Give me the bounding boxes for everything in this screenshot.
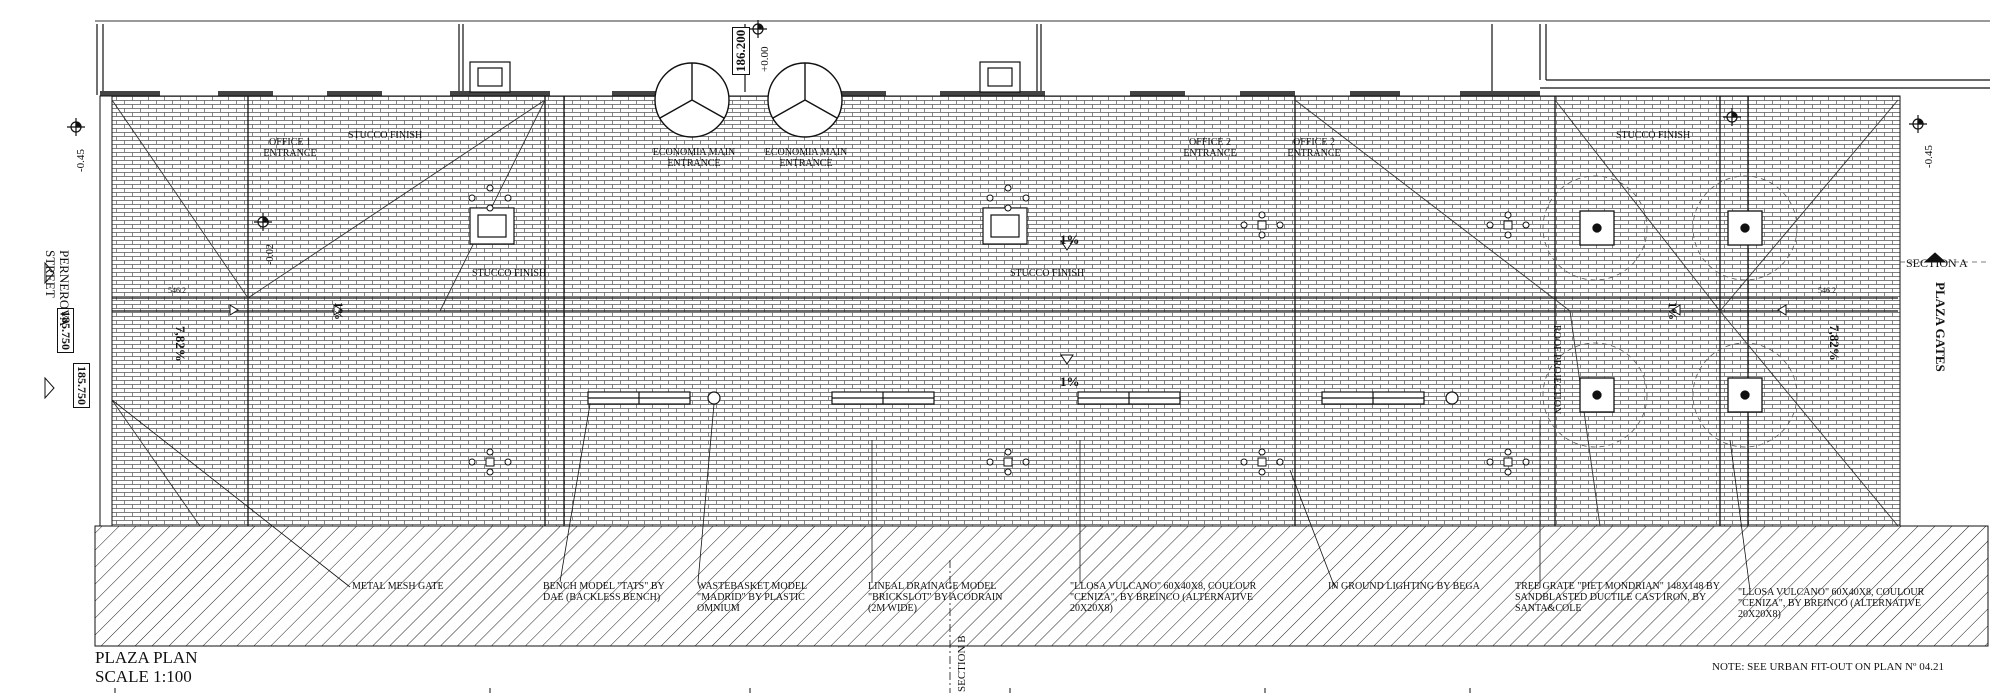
level-left-rel: -0.45 — [75, 149, 87, 172]
dim-left: 546.2 — [168, 286, 186, 295]
slope-right: 7,82% — [1827, 325, 1842, 361]
plaza-gates-label: PLAZA GATES — [1933, 282, 1948, 372]
plan-title: PLAZA PLAN SCALE 1:100 — [95, 648, 197, 686]
entrance-line2: ENTRANCE — [779, 158, 833, 169]
entrance-line1: OFFICE 2 — [1293, 137, 1335, 148]
revolving-doors — [654, 62, 843, 138]
skylights — [469, 61, 1028, 245]
callout-drainage: LINEAL DRAINAGE MODEL "BRICKSLOT" BY ACO… — [868, 581, 1003, 614]
entrance-line2: ENTRANCE — [263, 148, 317, 159]
leader-lines — [111, 399, 1751, 693]
entrance-line1: OFFICE 2 — [1189, 137, 1231, 148]
level-top-rel: +0.00 — [759, 46, 771, 72]
note-text: NOTE: SEE URBAN FIT-OUT ON PLAN Nº 04.21 — [1712, 661, 1944, 673]
street-name-line2: STREET — [43, 250, 58, 298]
callout-gate: METAL MESH GATE — [352, 581, 444, 592]
street-name: PERNEROVA STREET — [43, 250, 72, 327]
plan-scale: SCALE 1:100 — [95, 667, 192, 686]
entrance-line2: ENTRANCE — [1183, 148, 1237, 159]
callout-lighting: IN GROUND LIGHTING BY BEGA — [1328, 581, 1480, 592]
facade — [100, 91, 1540, 96]
hatched-zone — [94, 525, 1989, 647]
level-markers — [67, 20, 1927, 231]
level-left-box2: 185.750 — [73, 363, 90, 408]
stucco-finish-2: STUCCO FINISH — [472, 268, 547, 279]
slope-left-inner: 1% — [332, 302, 346, 320]
roof-projection-label: ROOF PROJECTION — [1551, 325, 1562, 415]
stucco-finish-4: STUCCO FINISH — [1616, 130, 1691, 141]
slope-arrows — [229, 240, 1787, 365]
lighting-fixtures — [468, 184, 1530, 476]
slope-center-bottom: 1% — [1060, 374, 1080, 389]
entrance-line1: ECONOMIA MAIN — [652, 147, 736, 158]
level-top-box: 186.200 — [732, 26, 750, 75]
building-walls — [96, 24, 1990, 95]
entrance-line2: ENTRANCE — [1287, 148, 1341, 159]
entrance-line1: OFFICE 1 — [269, 137, 311, 148]
level-right-rel: -0.45 — [1923, 145, 1935, 168]
section-a-label: SECTION A — [1906, 256, 1968, 270]
street-name-line1: PERNEROVA — [57, 250, 72, 327]
callout-bench: BENCH MODEL "TATS" BY DAE (BACKLESS BENC… — [543, 581, 665, 603]
slope-right-inner: 1% — [1666, 302, 1680, 320]
tree-grates — [1579, 210, 1763, 413]
callout-paving-2: "LLOSA VULCANO" 60X40X8, COULOUR "CENIZA… — [1738, 587, 1925, 620]
level-inner-rel: -0.02 — [265, 244, 276, 265]
slope-left: 7,82% — [173, 326, 188, 362]
slope-center-top: 1% — [1060, 232, 1080, 247]
callout-paving-1: "LLOSA VULCANO" 60X40X8, COULOUR "CENIZA… — [1070, 581, 1257, 614]
dim-right: 546.2 — [1818, 286, 1836, 295]
plan-title-line1: PLAZA PLAN — [95, 648, 198, 667]
callout-tree-grate: TREE GRATE "PIET MONDRIAN" 148X148 BY SA… — [1515, 581, 1720, 614]
stucco-finish-3: STUCCO FINISH — [1010, 268, 1085, 279]
benches — [587, 391, 1425, 405]
entrance-line1: ECONOMIA MAIN — [764, 147, 848, 158]
entrance-line2: ENTRANCE — [667, 158, 721, 169]
section-b-label: SECTION B — [956, 635, 968, 692]
stucco-finish-1: STUCCO FINISH — [348, 130, 423, 141]
callout-wastebasket: WASTEBASKET MODEL "MADRID" BY PLASTIC OM… — [697, 581, 807, 614]
